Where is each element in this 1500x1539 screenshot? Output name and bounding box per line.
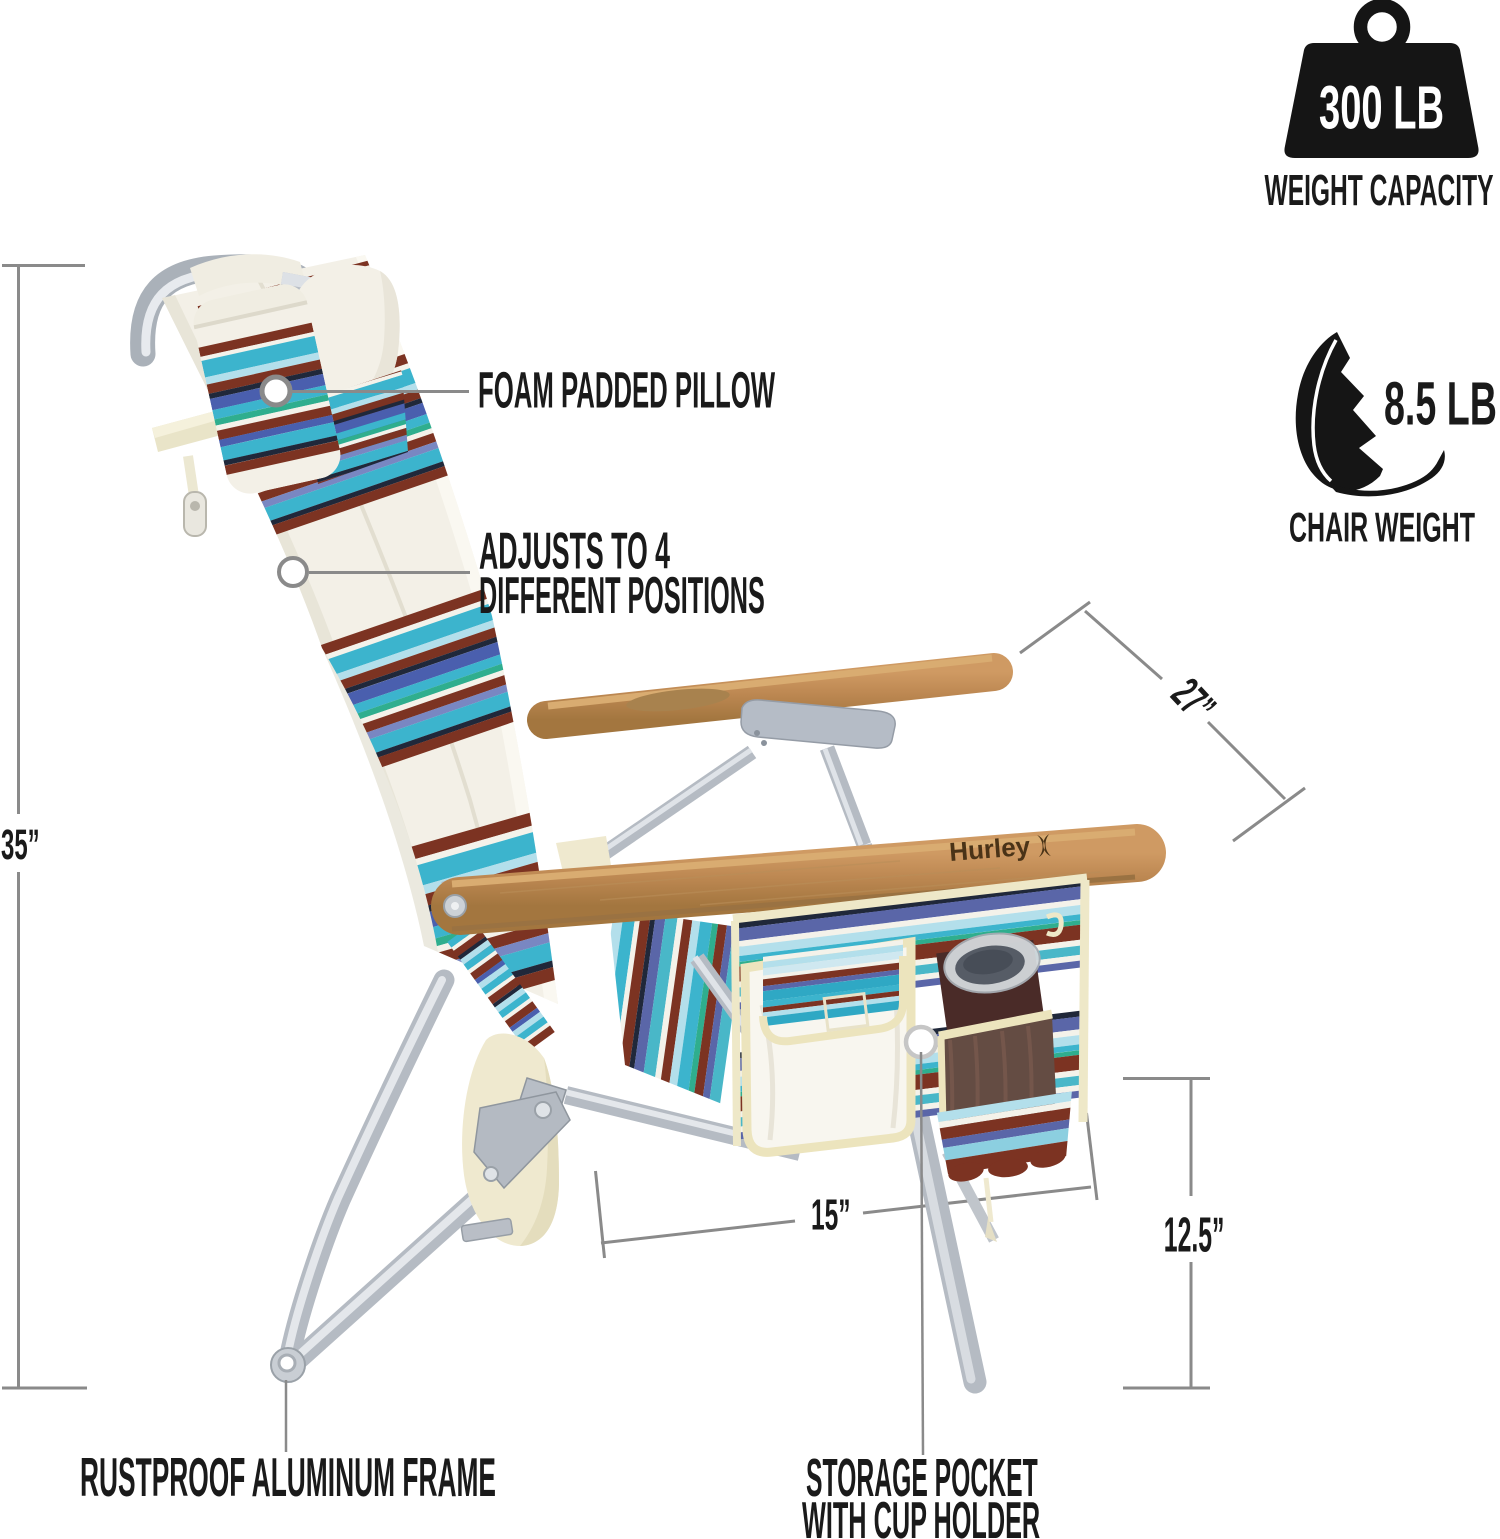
svg-text:WEIGHT CAPACITY: WEIGHT CAPACITY: [1265, 165, 1494, 214]
svg-text:FOAM PADDED PILLOW: FOAM PADDED PILLOW: [478, 361, 776, 419]
svg-text:ADJUSTS TO 4: ADJUSTS TO 4: [479, 522, 670, 580]
svg-text:Hurley: Hurley: [948, 831, 1032, 867]
svg-text:RUSTPROOF ALUMINUM FRAME: RUSTPROOF ALUMINUM FRAME: [80, 1448, 496, 1509]
svg-text:WITH CUP HOLDER: WITH CUP HOLDER: [802, 1491, 1040, 1539]
svg-text:8.5 LB: 8.5 LB: [1384, 369, 1497, 438]
svg-text:15”: 15”: [811, 1190, 851, 1239]
svg-text:DIFFERENT POSITIONS: DIFFERENT POSITIONS: [479, 566, 765, 625]
svg-text:STORAGE POCKET: STORAGE POCKET: [806, 1447, 1038, 1507]
svg-text:300 LB: 300 LB: [1319, 73, 1444, 141]
svg-text:CHAIR WEIGHT: CHAIR WEIGHT: [1289, 505, 1475, 551]
svg-text:12.5”: 12.5”: [1164, 1208, 1225, 1262]
svg-text:35”: 35”: [1, 821, 40, 869]
